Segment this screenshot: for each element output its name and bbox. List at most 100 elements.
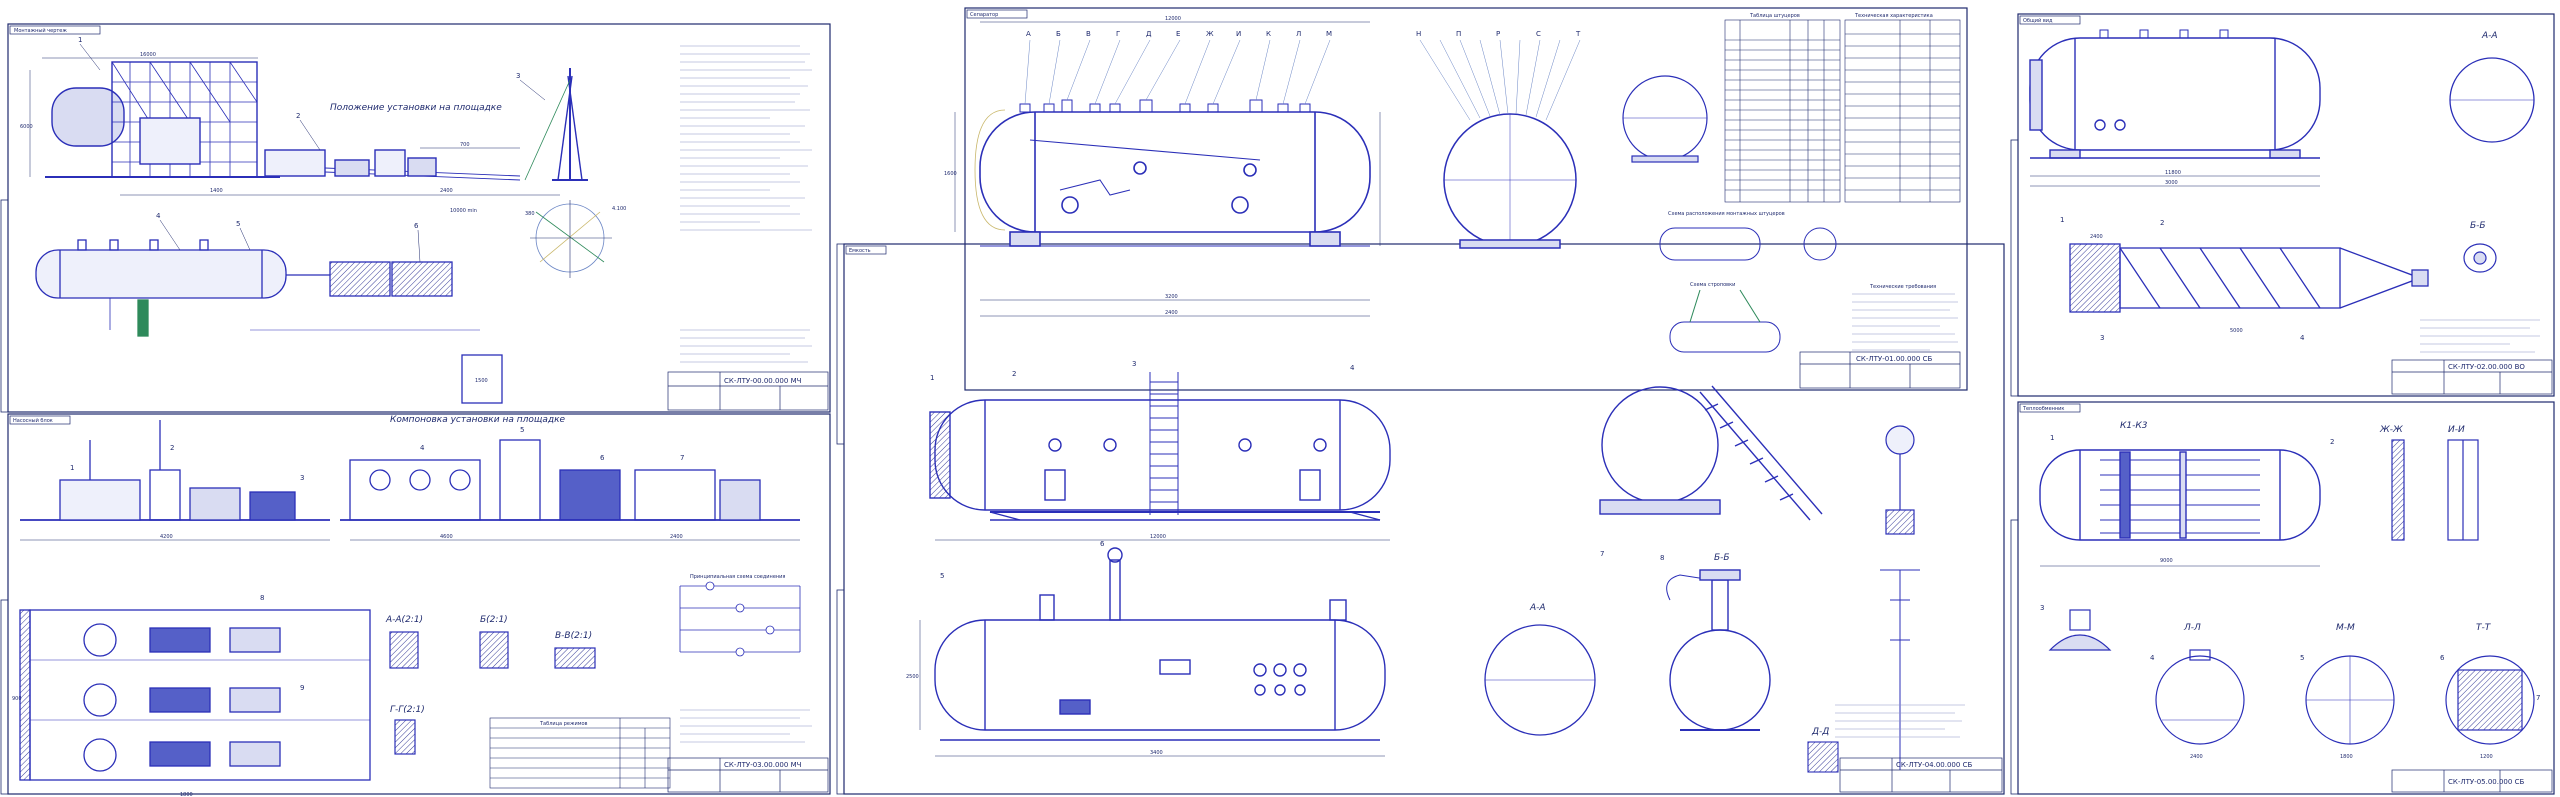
callout-7: 7 <box>1600 550 1604 558</box>
dim-4: 2400 <box>440 188 453 194</box>
dim-dia: 1600 <box>944 171 957 177</box>
dim-base: 2400 <box>1165 310 1178 316</box>
callout-2: 2 <box>296 112 300 120</box>
dim-length: 11800 <box>2165 170 2181 176</box>
dim-e: 900 <box>12 696 22 702</box>
dimensions-main <box>954 21 1381 317</box>
callout-2: 2 <box>1012 370 1016 378</box>
callout-2: 2 <box>2330 438 2334 446</box>
callout-M: М <box>1326 30 1332 38</box>
callout-3: 3 <box>300 474 304 482</box>
title-block-bottom-left <box>667 757 829 793</box>
dim-7: 10000 min <box>450 208 477 214</box>
callout-2: 2 <box>170 444 174 452</box>
callout-1: 1 <box>78 36 82 44</box>
callout-1: 1 <box>930 374 934 382</box>
tank-end-view <box>1599 385 1823 521</box>
callout-4: 4 <box>1350 364 1355 372</box>
detail-dd <box>1807 741 1839 773</box>
sheet-top-right: Общий вид 11800 3000 А-А <box>2019 15 2553 395</box>
view-title-i: И-И <box>2448 425 2465 435</box>
callout-7: 7 <box>680 454 684 462</box>
dim-frame: 5000 <box>2230 328 2243 334</box>
callouts-top-left <box>79 43 546 263</box>
sheet-label: Общий вид <box>2023 17 2053 24</box>
title-block-bottom-center <box>1839 757 2003 793</box>
callout-E: Е <box>1176 30 1180 38</box>
tank-section-aa <box>2449 57 2535 143</box>
callout-5: 5 <box>520 426 524 434</box>
callout-4: 4 <box>2300 334 2305 342</box>
callout-T: Т <box>1575 30 1581 38</box>
dim-3: 1400 <box>210 188 223 194</box>
tank-side-view <box>2029 29 2321 159</box>
callout-K: К <box>1266 30 1271 38</box>
callout-P: П <box>1456 30 1461 38</box>
requirements-notes <box>1852 293 1958 351</box>
dim-b: 4600 <box>440 534 453 540</box>
view-title-b: Б(2:1) <box>480 615 508 625</box>
view-title-dd: Д-Д <box>1811 727 1829 737</box>
view-title-zh: Ж-Ж <box>2379 425 2403 435</box>
sheet-top-right-frame <box>2017 13 2555 397</box>
section-gauge-view <box>1880 569 1920 770</box>
sheet-label: Монтажный чертеж <box>14 27 67 34</box>
view-title-bb: Б-Б <box>1714 553 1730 563</box>
trailer-frame <box>2069 243 2429 313</box>
dim-frame-width: 2400 <box>2090 234 2103 240</box>
dim-base: 3000 <box>2165 180 2178 186</box>
dimensions-bottom-center <box>919 539 1390 757</box>
dim-length: 12000 <box>1165 16 1181 22</box>
dim-elevation: 4.100 <box>612 206 626 212</box>
tech-char-table <box>1844 19 1961 203</box>
callout-4: 4 <box>420 444 425 452</box>
dim-dia-2: 1800 <box>2340 754 2353 760</box>
callout-G: Г <box>1116 30 1120 38</box>
mounting-scheme <box>1659 227 1837 353</box>
dim-d: 1800 <box>180 792 193 797</box>
view-title-vv: В-В(2:1) <box>555 631 592 641</box>
sheet-top-center-frame <box>964 7 1968 391</box>
view-title-bb: Б-Б <box>2470 221 2486 231</box>
callout-5: 5 <box>940 572 944 580</box>
scheme-title: Принципиальная схема соединения <box>690 574 785 580</box>
dim-dia-3: 1200 <box>2480 754 2493 760</box>
binding-strips <box>0 139 2019 795</box>
pump-block-front <box>20 420 800 521</box>
title-block-code: СК-ЛТУ-03.00.000 МЧ <box>724 761 802 769</box>
dim-span: 3200 <box>1165 294 1178 300</box>
technical-notes-top-left <box>680 45 812 363</box>
notes-bottom-left <box>680 709 812 743</box>
dim-length: 9000 <box>2160 558 2173 564</box>
title-block-code: СК-ЛТУ-00.00.000 МЧ <box>724 377 802 385</box>
callout-4: 4 <box>156 212 161 220</box>
callout-9: 9 <box>300 684 304 692</box>
section-mm <box>2305 655 2395 745</box>
table-title-tech: Техническая характеристика <box>1854 13 1933 19</box>
callout-6: 6 <box>600 454 605 462</box>
title-block-top-left <box>667 371 829 411</box>
callout-N: Н <box>1416 30 1421 38</box>
round-section <box>1484 624 1596 736</box>
sheet-top-center: Сепаратор <box>944 9 1961 389</box>
section-ll <box>2155 649 2245 745</box>
dim-c: 2400 <box>670 534 683 540</box>
callout-6: 6 <box>1100 540 1105 548</box>
callout-I: И <box>1236 30 1241 38</box>
view-title-gg: Г-Г(2:1) <box>390 705 425 715</box>
dim-span: 3400 <box>1150 750 1163 756</box>
callout-L: Л <box>1296 30 1301 38</box>
section-tt <box>2445 655 2535 745</box>
callout-5: 5 <box>2300 654 2304 662</box>
callout-3: 3 <box>2100 334 2104 342</box>
pump-block-plan <box>19 609 371 781</box>
table-title-nozzles: Таблица штуцеров <box>1749 13 1800 19</box>
dim-2: 6000 <box>20 124 33 130</box>
callout-3: 3 <box>1132 360 1136 368</box>
vessel-bottom-view <box>1622 75 1708 163</box>
dim-6: 380 <box>525 211 535 217</box>
nozzle-table <box>1724 19 1841 203</box>
view-title-aa: А-А(2:1) <box>385 615 423 625</box>
title-block-bottom-right <box>2391 769 2553 793</box>
